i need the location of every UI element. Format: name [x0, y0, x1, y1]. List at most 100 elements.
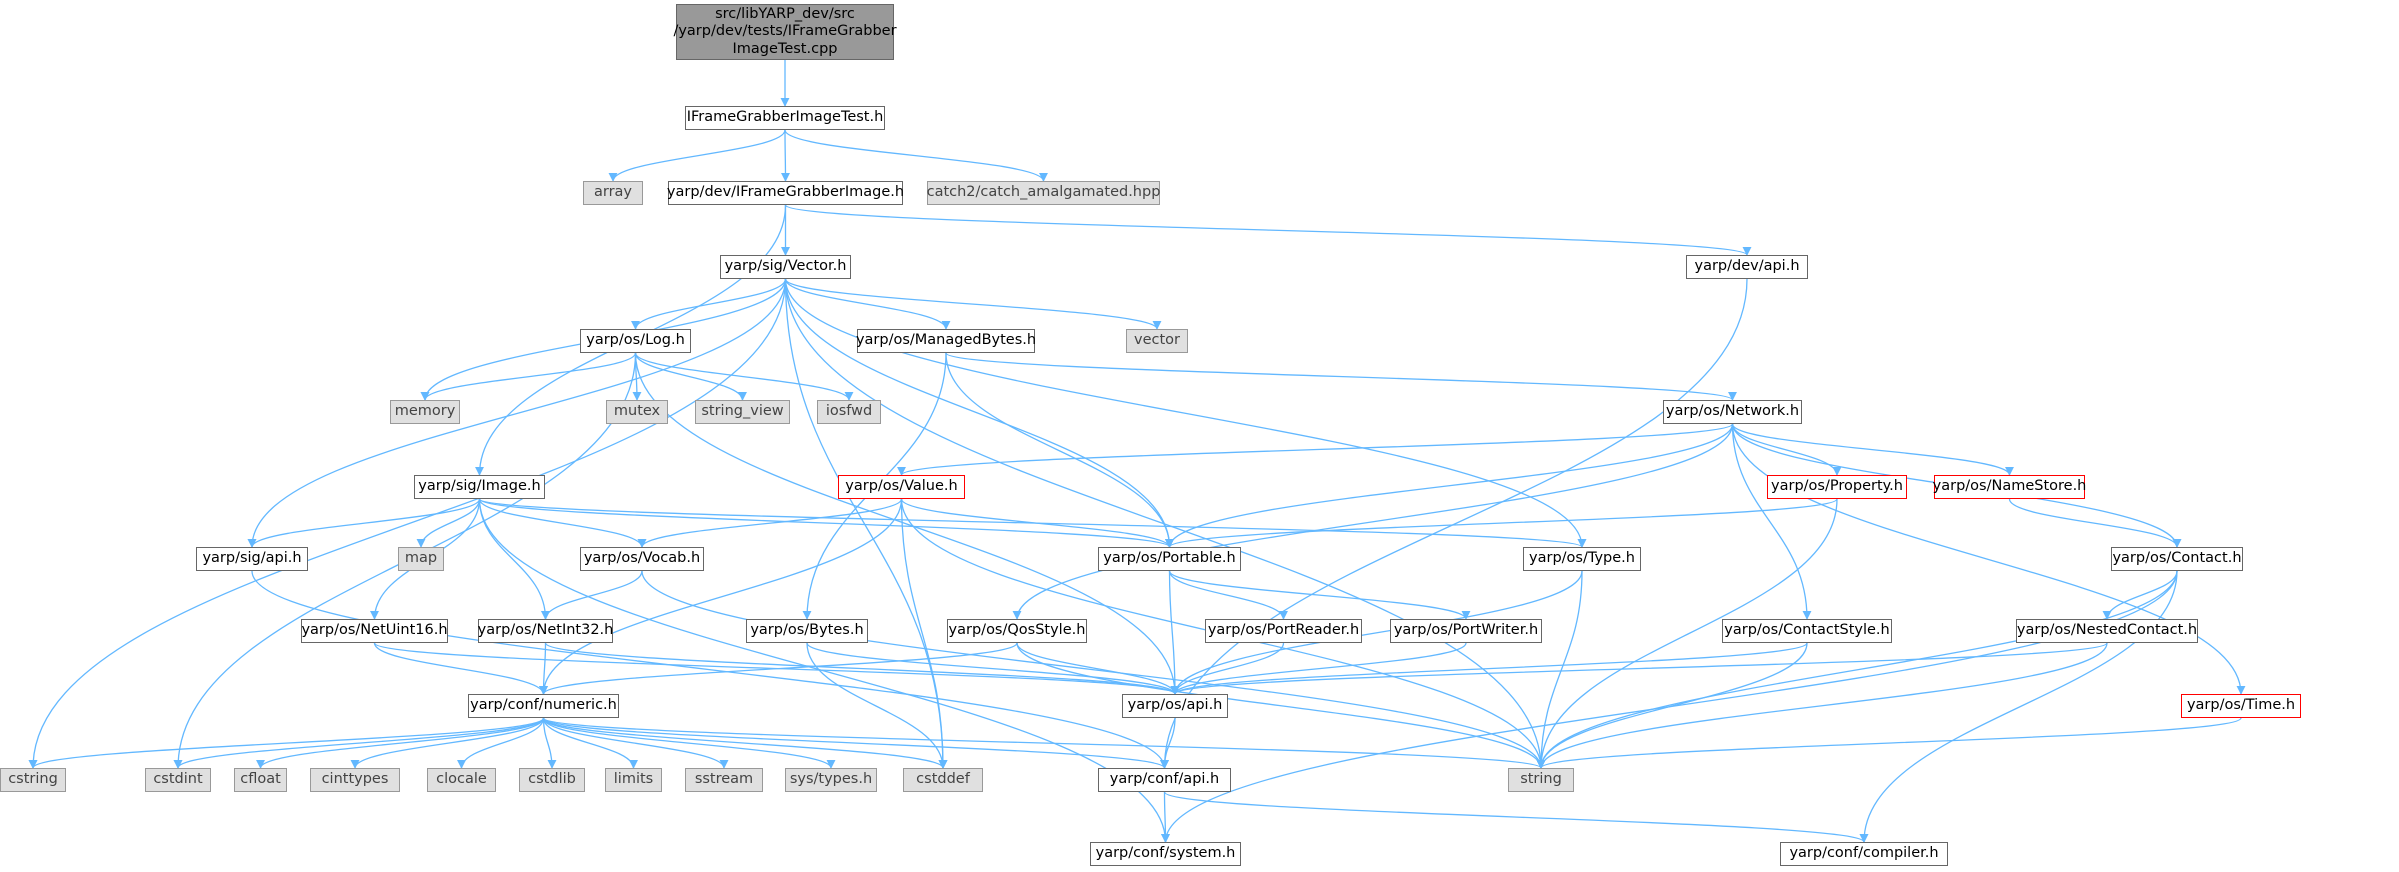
- edge-vector_h-to-type: [784, 278, 1587, 548]
- node-yarp-os-vocab-h[interactable]: yarp/os/Vocab.h: [580, 547, 704, 571]
- node-mutex: mutex: [606, 400, 668, 424]
- edge-value-to-cstddef: [900, 498, 948, 769]
- edge-cstyle-to-string: [1536, 642, 1808, 769]
- edge-numeric-to-limits: [542, 717, 639, 769]
- node-yarp-os-contact-h[interactable]: yarp/os/Contact.h: [2111, 547, 2243, 571]
- node-yarp-os-namestore-h[interactable]: yarp/os/NameStore.h: [1933, 475, 2086, 499]
- node-cfloat: cfloat: [234, 768, 287, 792]
- node-cstdint: cstdint: [145, 768, 211, 792]
- node-catch2-catch-amalgamated-hpp: catch2/catch_amalgamated.hpp: [927, 181, 1160, 205]
- edge-vector_h-to-mbytes: [784, 278, 951, 330]
- edge-ifgit-to-ifgi: [780, 129, 791, 182]
- edge-bytes-to-cstddef: [806, 642, 948, 769]
- edge-numeric-to-systypes: [542, 717, 836, 769]
- edge-ncontact-to-osapi: [1170, 642, 2108, 695]
- edge-numeric-to-cstdint: [173, 717, 545, 769]
- node-string: string: [1508, 768, 1574, 792]
- node-sstream: sstream: [685, 768, 763, 792]
- edge-image-to-map: [416, 498, 481, 548]
- edge-numeric-to-cfloat: [256, 717, 545, 769]
- edge-image-to-vocab: [478, 498, 647, 548]
- node-yarp-os-netint32-h[interactable]: yarp/os/NetInt32.h: [478, 619, 613, 643]
- edge-value-to-portable: [900, 498, 1174, 548]
- edge-numeric-to-cstddef: [542, 717, 948, 769]
- node-iosfwd: iosfwd: [817, 400, 881, 424]
- node-yarp-os-portwriter-h[interactable]: yarp/os/PortWriter.h: [1390, 619, 1542, 643]
- node-yarp-os-portable-h[interactable]: yarp/os/Portable.h: [1098, 547, 1241, 571]
- edge-namestore-to-contact: [2008, 498, 2182, 548]
- edge-confapi-to-compiler: [1163, 791, 1869, 843]
- edge-vocab-to-netint32: [540, 570, 643, 620]
- edge-ifgi-to-devapi: [784, 204, 1752, 256]
- node-array: array: [583, 181, 643, 205]
- node-cstdlib: cstdlib: [519, 768, 585, 792]
- node-yarp-conf-compiler-h[interactable]: yarp/conf/compiler.h: [1780, 842, 1948, 866]
- node-yarp-conf-system-h[interactable]: yarp/conf/system.h: [1090, 842, 1241, 866]
- node-yarp-conf-numeric-h[interactable]: yarp/conf/numeric.h: [468, 694, 619, 718]
- edge-portable-to-osapi: [1168, 570, 1180, 695]
- node-yarp-os-qosstyle-h[interactable]: yarp/os/QosStyle.h: [947, 619, 1087, 643]
- edge-image-to-portable: [478, 498, 1174, 548]
- edge-network-to-cstyle: [1731, 423, 1812, 620]
- edge-numeric-to-sstream: [542, 717, 729, 769]
- edge-bytes-to-osapi: [806, 642, 1180, 695]
- node-cinttypes: cinttypes: [310, 768, 400, 792]
- edge-mbytes-to-portable: [945, 352, 1175, 548]
- node-yarp-os-netuint16-h[interactable]: yarp/os/NetUint16.h: [301, 619, 448, 643]
- node-yarp-dev-api-h[interactable]: yarp/dev/api.h: [1686, 255, 1808, 279]
- node-map: map: [398, 547, 444, 571]
- edge-sigapi-to-confapi: [251, 570, 1169, 769]
- edge-contact-to-string: [1536, 570, 2178, 769]
- edge-image-to-sigapi: [247, 498, 481, 548]
- node-yarp-dev-iframegrabberimage-h[interactable]: yarp/dev/IFrameGrabberImage.h: [667, 181, 904, 205]
- node-yarp-os-network-h[interactable]: yarp/os/Network.h: [1663, 400, 1802, 424]
- edge-numeric-to-cstdlib: [542, 717, 557, 769]
- edge-ifgit-to-catch: [784, 129, 1048, 182]
- edge-confapi-to-system: [1160, 791, 1171, 843]
- edge-network-to-namestore: [1731, 423, 2014, 476]
- edge-network-to-portable: [1165, 423, 1734, 548]
- node-sys-types-h: sys/types.h: [785, 768, 877, 792]
- edge-numeric-to-string: [542, 717, 1546, 769]
- node-iframegrabberimagetest-h[interactable]: IFrameGrabberImageTest.h: [685, 106, 885, 130]
- edge-vector_h-to-cstddef: [784, 278, 948, 769]
- node-yarp-os-bytes-h[interactable]: yarp/os/Bytes.h: [746, 619, 868, 643]
- edge-time-to-string: [1536, 717, 2242, 769]
- node-yarp-conf-api-h[interactable]: yarp/conf/api.h: [1098, 768, 1231, 792]
- node-yarp-os-api-h[interactable]: yarp/os/api.h: [1122, 694, 1228, 718]
- edge-ncontact-to-string: [1536, 642, 2108, 769]
- node-yarp-os-log-h[interactable]: yarp/os/Log.h: [580, 329, 691, 353]
- node-limits: limits: [605, 768, 662, 792]
- node-src-libyarp-dev-src-yarp-dev-tests-iframegrabberimagetest-cpp[interactable]: src/libYARP_dev/src /yarp/dev/tests/IFra…: [673, 4, 897, 60]
- edge-numeric-to-cinttypes: [350, 717, 545, 769]
- edge-type-to-string: [1536, 570, 1583, 769]
- node-yarp-os-property-h[interactable]: yarp/os/Property.h: [1767, 475, 1907, 499]
- edge-devapi-to-confapi: [1159, 278, 1748, 769]
- node-yarp-os-time-h[interactable]: yarp/os/Time.h: [2181, 694, 2301, 718]
- edge-property-to-string: [1536, 498, 1838, 769]
- node-yarp-sig-vector-h[interactable]: yarp/sig/Vector.h: [720, 255, 851, 279]
- node-string-view: string_view: [695, 400, 790, 424]
- edge-vector_h-to-log: [631, 278, 787, 330]
- node-yarp-os-nestedcontact-h[interactable]: yarp/os/NestedContact.h: [2016, 619, 2198, 643]
- node-yarp-sig-api-h[interactable]: yarp/sig/api.h: [196, 547, 308, 571]
- node-yarp-os-type-h[interactable]: yarp/os/Type.h: [1523, 547, 1641, 571]
- edge-qos-to-string: [1016, 642, 1546, 769]
- node-yarp-os-managedbytes-h[interactable]: yarp/os/ManagedBytes.h: [856, 329, 1036, 353]
- node-yarp-os-contactstyle-h[interactable]: yarp/os/ContactStyle.h: [1722, 619, 1892, 643]
- node-yarp-sig-image-h[interactable]: yarp/sig/Image.h: [414, 475, 545, 499]
- edge-type-to-osapi: [1170, 570, 1583, 695]
- edge-value-to-numeric: [538, 498, 903, 695]
- node-yarp-os-portreader-h[interactable]: yarp/os/PortReader.h: [1205, 619, 1362, 643]
- edge-contact-to-ncontact: [2102, 570, 2178, 620]
- edge-mbytes-to-network: [945, 352, 1737, 401]
- edge-ifgit-to-array: [608, 129, 786, 182]
- edge-osapi-to-confapi: [1159, 717, 1176, 769]
- node-yarp-os-value-h[interactable]: yarp/os/Value.h: [838, 475, 965, 499]
- node-clocale: clocale: [427, 768, 496, 792]
- edge-log-to-iosfwd: [634, 352, 854, 401]
- node-cstddef: cstddef: [903, 768, 983, 792]
- edge-log-to-string_view: [634, 352, 748, 401]
- edge-vector_h-to-sigapi: [247, 278, 787, 548]
